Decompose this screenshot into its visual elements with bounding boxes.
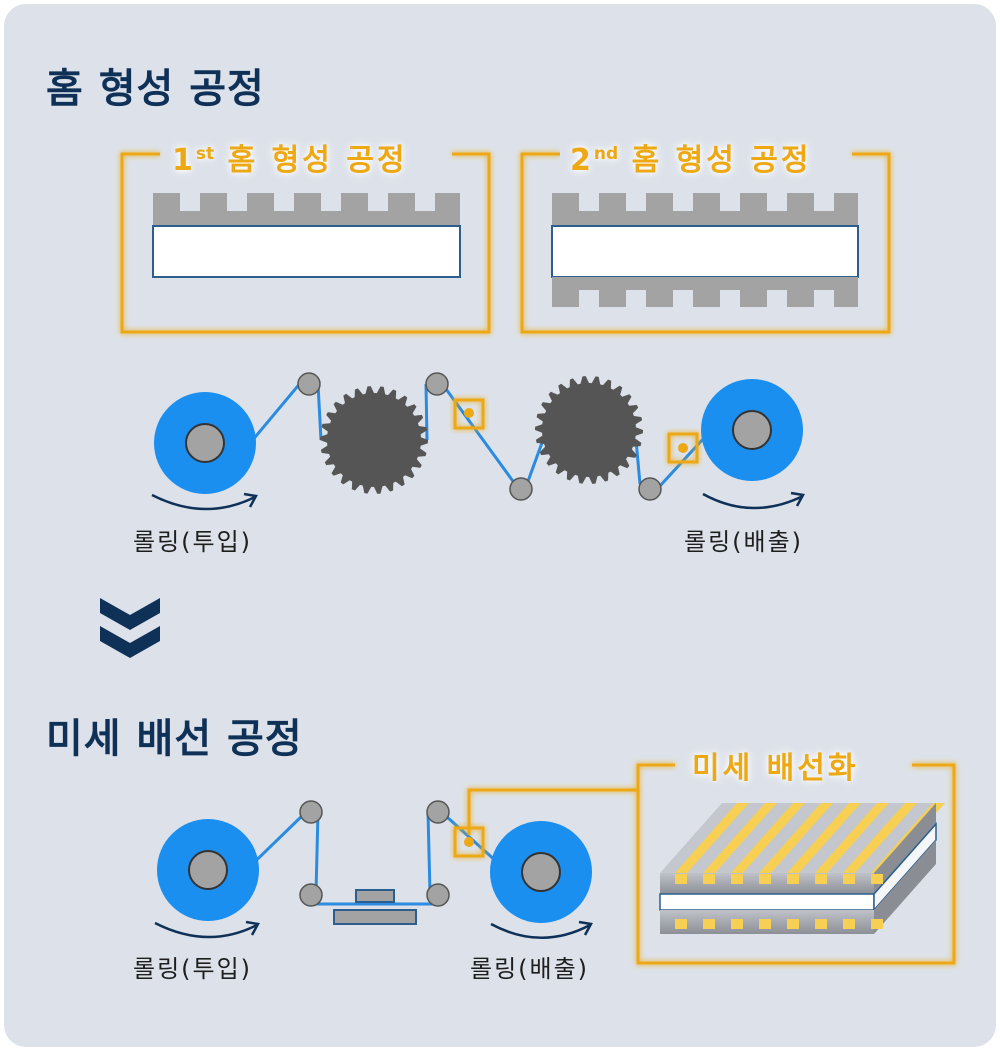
- wiring-output-arrow: [490, 922, 591, 939]
- double-chevron-down-icon: [100, 598, 160, 658]
- wiring-slot: [759, 874, 771, 884]
- deposition-stage: [333, 909, 417, 925]
- groove-process-title: 홈 형성 공정: [46, 66, 265, 112]
- idler-roller: [426, 883, 450, 907]
- wiring-slot: [731, 919, 743, 929]
- first-gear-roller: [320, 386, 428, 494]
- wiring-input-arrow: [154, 921, 258, 939]
- wiring-stripe: [703, 803, 777, 873]
- first-groove-ordinal: 1: [172, 143, 196, 178]
- wiring-stripe: [759, 803, 833, 873]
- groove-output-arrow: [702, 492, 804, 510]
- second-groove-mold-bottom: [552, 277, 858, 307]
- first-groove-frame: [120, 152, 491, 334]
- wiring-slot: [675, 874, 687, 884]
- idler-roller: [297, 372, 321, 396]
- groove-input-roll: [154, 392, 256, 494]
- second-groove-film: [551, 225, 859, 278]
- first-groove-label: 1st 홈 형성 공정: [162, 135, 418, 179]
- wiring-slot: [759, 919, 771, 929]
- second-zoom-marker: [667, 432, 699, 464]
- fine-wiring-block: [659, 803, 945, 934]
- wiring-output-roll: [490, 821, 592, 923]
- first-groove-ordinal-suffix: st: [195, 144, 215, 164]
- wiring-slot: [731, 874, 743, 884]
- gear-body: [320, 386, 428, 494]
- wiring-input-roll: [157, 819, 259, 921]
- wiring-process-title: 미세 배선 공정: [46, 716, 303, 762]
- wiring-slot: [871, 919, 883, 929]
- second-gear-roller: [535, 376, 643, 484]
- wiring-slot: [675, 919, 687, 929]
- first-groove-film: [152, 225, 461, 278]
- second-groove-frame: [520, 152, 891, 334]
- deposition-target: [355, 889, 395, 903]
- idler-roller: [426, 800, 450, 824]
- idler-roller: [638, 477, 662, 501]
- wiring-slot: [787, 874, 799, 884]
- wiring-stripe: [675, 803, 749, 873]
- second-groove-label: 2nd 홈 형성 공정: [560, 135, 822, 179]
- wiring-slot: [703, 919, 715, 929]
- groove-input-arrow: [151, 493, 256, 511]
- wiring-stripe: [843, 803, 917, 873]
- first-groove-label-text: 홈 형성 공정: [227, 143, 408, 178]
- second-groove-ordinal-suffix: nd: [593, 144, 619, 164]
- first-zoom-marker: [453, 398, 485, 430]
- idler-roller: [299, 800, 323, 824]
- wiring-slot: [843, 874, 855, 884]
- groove-web: [234, 380, 717, 489]
- groove-input-caption: 롤링(투입): [133, 528, 253, 556]
- wiring-detail-frame: [636, 763, 956, 965]
- wiring-detail-label: 미세 배선화: [682, 743, 869, 787]
- first-groove-mold: [153, 193, 460, 226]
- groove-output-roll: [701, 379, 803, 481]
- wiring-slot: [815, 919, 827, 929]
- wiring-slot: [843, 919, 855, 929]
- second-groove-ordinal: 2: [570, 143, 594, 178]
- idler-roller: [299, 883, 323, 907]
- wiring-zoom-marker: [453, 826, 485, 858]
- second-groove-label-text: 홈 형성 공정: [631, 143, 812, 178]
- gear-body: [535, 376, 643, 484]
- wiring-slot: [703, 874, 715, 884]
- wiring-slot: [871, 874, 883, 884]
- wiring-stripe: [731, 803, 805, 873]
- second-groove-mold-top: [552, 193, 858, 226]
- wiring-input-caption: 롤링(투입): [133, 955, 253, 983]
- idler-roller: [425, 372, 449, 396]
- wiring-stripe: [815, 803, 889, 873]
- wiring-stripe: [787, 803, 861, 873]
- wiring-slot: [787, 919, 799, 929]
- wiring-slot: [815, 874, 827, 884]
- groove-output-caption: 롤링(배출): [684, 528, 804, 556]
- idler-roller: [509, 477, 533, 501]
- wiring-output-caption: 롤링(배출): [470, 955, 590, 983]
- wiring-leader: [467, 788, 638, 835]
